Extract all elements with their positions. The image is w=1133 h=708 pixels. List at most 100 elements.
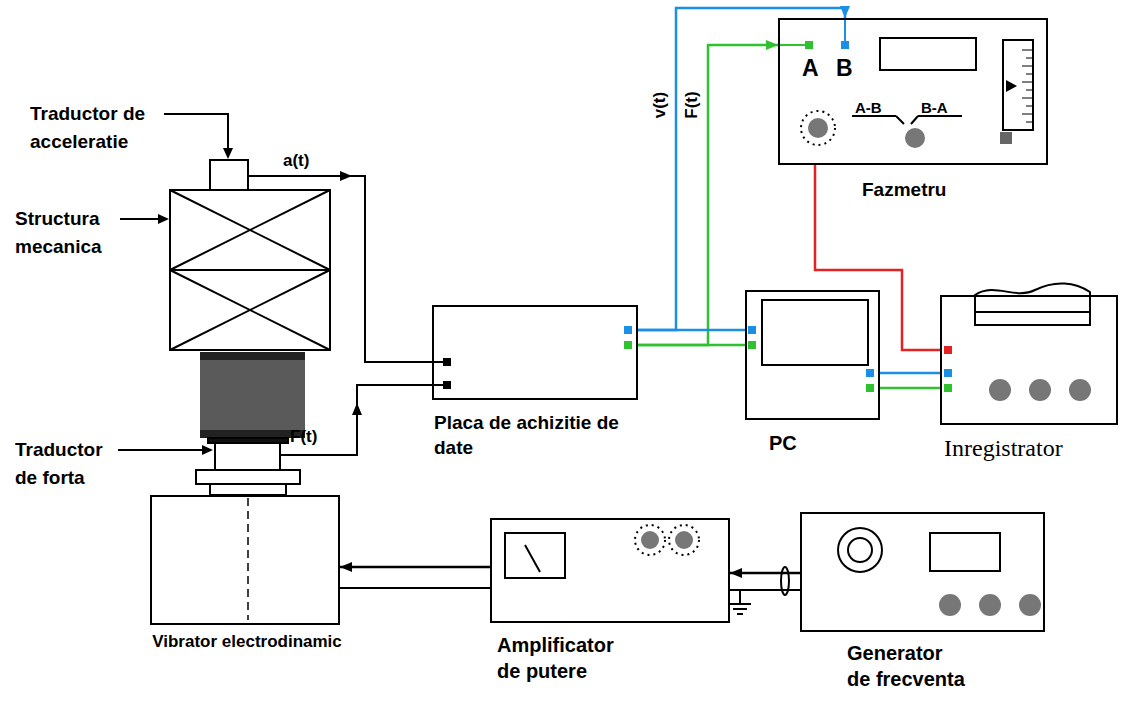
instrument-name: Placa de achizitie de date	[434, 411, 624, 460]
phasemeter-input	[844, 18, 846, 41]
arrow-head	[340, 562, 352, 572]
generator-panel	[838, 528, 1000, 572]
mechanical-structure	[170, 190, 330, 270]
terminal	[748, 326, 756, 334]
leader-line	[120, 218, 160, 220]
elastic-mount	[200, 430, 305, 438]
knob	[641, 379, 1091, 616]
connector-line	[880, 372, 940, 375]
phasemeter-panel	[1022, 50, 1032, 122]
knob	[1069, 379, 1091, 401]
amplifier-panel	[635, 525, 665, 555]
wire-arrow	[352, 403, 362, 415]
mechanical-structure	[170, 269, 330, 271]
signal-connector	[638, 330, 745, 331]
return-wire	[340, 567, 800, 595]
force-transducer	[215, 443, 280, 470]
instrument-name: PC	[769, 430, 797, 456]
signal-connector	[880, 388, 940, 389]
signal-connector	[730, 568, 800, 578]
phasemeter-input	[805, 41, 813, 49]
wire-arrow	[443, 358, 451, 366]
phasemeter-panel	[896, 116, 918, 124]
leader-line	[118, 114, 228, 450]
generator-panel	[930, 533, 1000, 571]
force-transducer	[210, 484, 286, 495]
signal-connector	[880, 373, 940, 374]
knob	[675, 531, 693, 549]
amplifier-panel	[505, 533, 565, 578]
knob	[1029, 379, 1051, 401]
leader-line	[164, 114, 228, 150]
wire-arrow	[340, 171, 352, 181]
connector-line	[638, 45, 778, 345]
phasemeter-panel	[1006, 80, 1017, 92]
instrument-name: Generator de frecventa	[847, 640, 971, 692]
part-label: Structura mecanica	[15, 205, 135, 261]
mechanical-structure	[170, 190, 330, 350]
accelerometer	[210, 160, 248, 190]
leader-line	[118, 449, 204, 451]
phasemeter-panel	[905, 128, 925, 148]
recorder: Inregistrator	[940, 295, 1118, 425]
phasemeter: FazmetruABA-BB-A	[778, 18, 1048, 165]
wire-arrow	[443, 381, 451, 389]
signal-wire	[280, 385, 447, 455]
power-amplifier: Amplificator de putere	[490, 518, 730, 623]
instrument-name: Inregistrator	[944, 433, 1063, 464]
force-transducer	[196, 438, 300, 495]
terminal	[944, 369, 952, 377]
input-label: B	[836, 54, 853, 84]
leader-arrow	[202, 445, 213, 455]
force-transducer	[196, 470, 300, 484]
signal-connector	[638, 6, 850, 330]
signal-name: v(t)	[649, 90, 671, 120]
connector-line	[880, 387, 940, 390]
recorder-paper	[975, 311, 1090, 313]
generator-panel	[838, 528, 882, 572]
terminal	[944, 384, 952, 392]
phasemeter-panel	[1000, 132, 1012, 144]
signal-connector	[638, 40, 778, 345]
part-label: Traductor de forta	[15, 436, 125, 492]
instrument-name: Vibrator electrodinamic	[152, 631, 342, 653]
signal-generator: Generator de frecventa	[800, 512, 1045, 632]
connector-line	[638, 344, 745, 347]
arrow-head	[766, 40, 778, 50]
ground-symbol	[733, 608, 747, 610]
ground-symbol	[737, 613, 743, 615]
knob	[939, 594, 961, 616]
arrow-head	[730, 568, 742, 578]
signal-connector	[340, 562, 490, 572]
mode-label: A-B	[855, 98, 882, 118]
mechanical-structure	[170, 270, 330, 350]
mechanical-structure	[170, 190, 330, 350]
knob	[641, 531, 659, 549]
phasemeter-input	[778, 44, 805, 46]
monitor-screen	[762, 300, 868, 365]
terminal	[866, 384, 874, 392]
amplifier-panel	[525, 545, 540, 572]
computer: PC	[745, 290, 880, 420]
elastic-mount	[200, 352, 305, 438]
mechanical-structure	[170, 270, 330, 350]
center-line	[247, 498, 249, 620]
part-label: Traductor de acceleratie	[30, 100, 180, 156]
arrow-head	[840, 6, 850, 18]
terminal	[866, 369, 874, 377]
mechanical-structure	[170, 190, 330, 270]
phasemeter-input	[778, 18, 849, 49]
instrument-name: Amplificator de putere	[497, 632, 632, 684]
signal-name: a(t)	[283, 150, 309, 172]
ground-symbol	[739, 590, 741, 604]
recorder-paper	[975, 283, 1090, 325]
elastic-mount	[200, 352, 305, 360]
shaker: Vibrator electrodinamic	[150, 495, 340, 625]
phasemeter-panel	[808, 118, 828, 138]
ground-symbol	[729, 603, 751, 605]
acquisition-board: Placa de achizitie de date	[432, 305, 638, 400]
recorder-paper	[975, 283, 1090, 325]
signal-name: F(t)	[681, 89, 703, 120]
